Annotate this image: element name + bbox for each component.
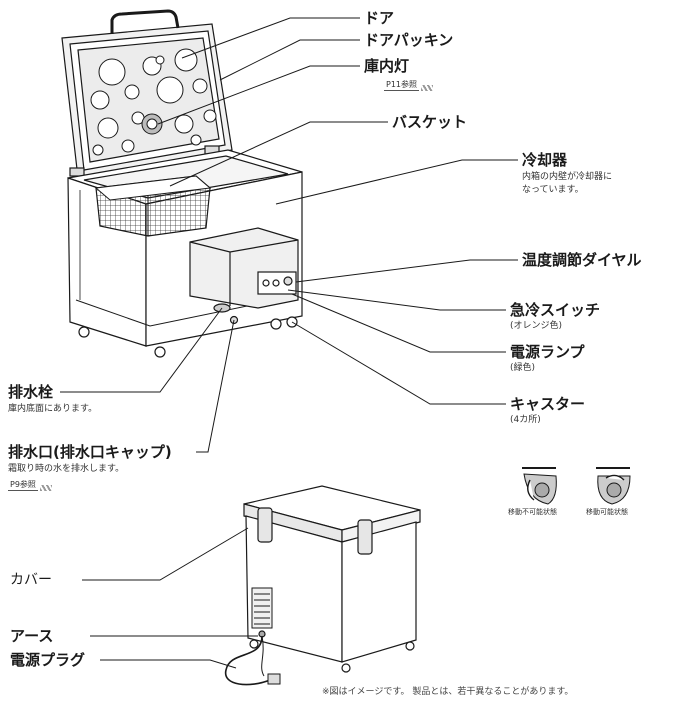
caster-count: (4カ所) [510, 415, 541, 425]
label-door: ドア [364, 9, 395, 27]
caster-locked-icon [522, 467, 557, 505]
quick-freeze-color: (オレンジ色) [510, 321, 563, 331]
cooler-note-1: 内箱の内壁が冷却器に [522, 172, 613, 182]
footnote: ※図はイメージです。 製品とは、若干異なることがあります。 [322, 687, 574, 697]
label-cooler: 冷却器 [522, 151, 568, 169]
freezer-closed [224, 485, 421, 686]
cooler-note-2: なっています。 [522, 185, 584, 195]
drain-port-note: 霜取り時の水を排水します。 [8, 464, 125, 474]
label-earth: アース [10, 627, 54, 645]
power-lamp-color: (緑色) [510, 363, 536, 373]
caster-movable-icon [596, 467, 631, 505]
label-temperature-dial: 温度調節ダイヤル [522, 251, 642, 269]
caption-caster-locked: 移動不可能状態 [508, 508, 557, 516]
lid-handle [110, 9, 180, 34]
ref-drain-port: P9参照 [8, 480, 52, 491]
power-cord [224, 635, 271, 686]
closed-side [341, 521, 417, 663]
label-power-lamp: 電源ランプ [510, 343, 585, 361]
rear-vent [251, 587, 273, 629]
leader-lines [60, 17, 518, 453]
hinge-cover-right [357, 519, 373, 555]
label-cover: カバー [10, 572, 52, 588]
freezer-open [61, 9, 303, 358]
label-door-packing: ドアパッキン [364, 31, 454, 49]
caption-caster-movable: 移動可能状態 [586, 508, 628, 516]
label-power-plug: 電源プラグ [10, 651, 86, 669]
label-caster: キャスター [510, 395, 586, 413]
drain-plug-note: 庫内底面にあります。 [8, 404, 98, 414]
label-quick-freeze-switch: 急冷スイッチ [510, 301, 601, 319]
label-basket: バスケット [392, 113, 468, 131]
lid-circles [90, 48, 217, 156]
power-plug [267, 673, 281, 685]
hinge-cover-left [257, 507, 273, 543]
ref-interior-light: P11参照 [384, 80, 434, 91]
label-drain-plug: 排水栓 [8, 383, 54, 401]
earth-wire [261, 635, 265, 677]
label-interior-light: 庫内灯 [364, 57, 410, 75]
label-drain-port: 排水口(排水口キャップ) [8, 443, 172, 461]
machine-compartment [189, 227, 299, 309]
